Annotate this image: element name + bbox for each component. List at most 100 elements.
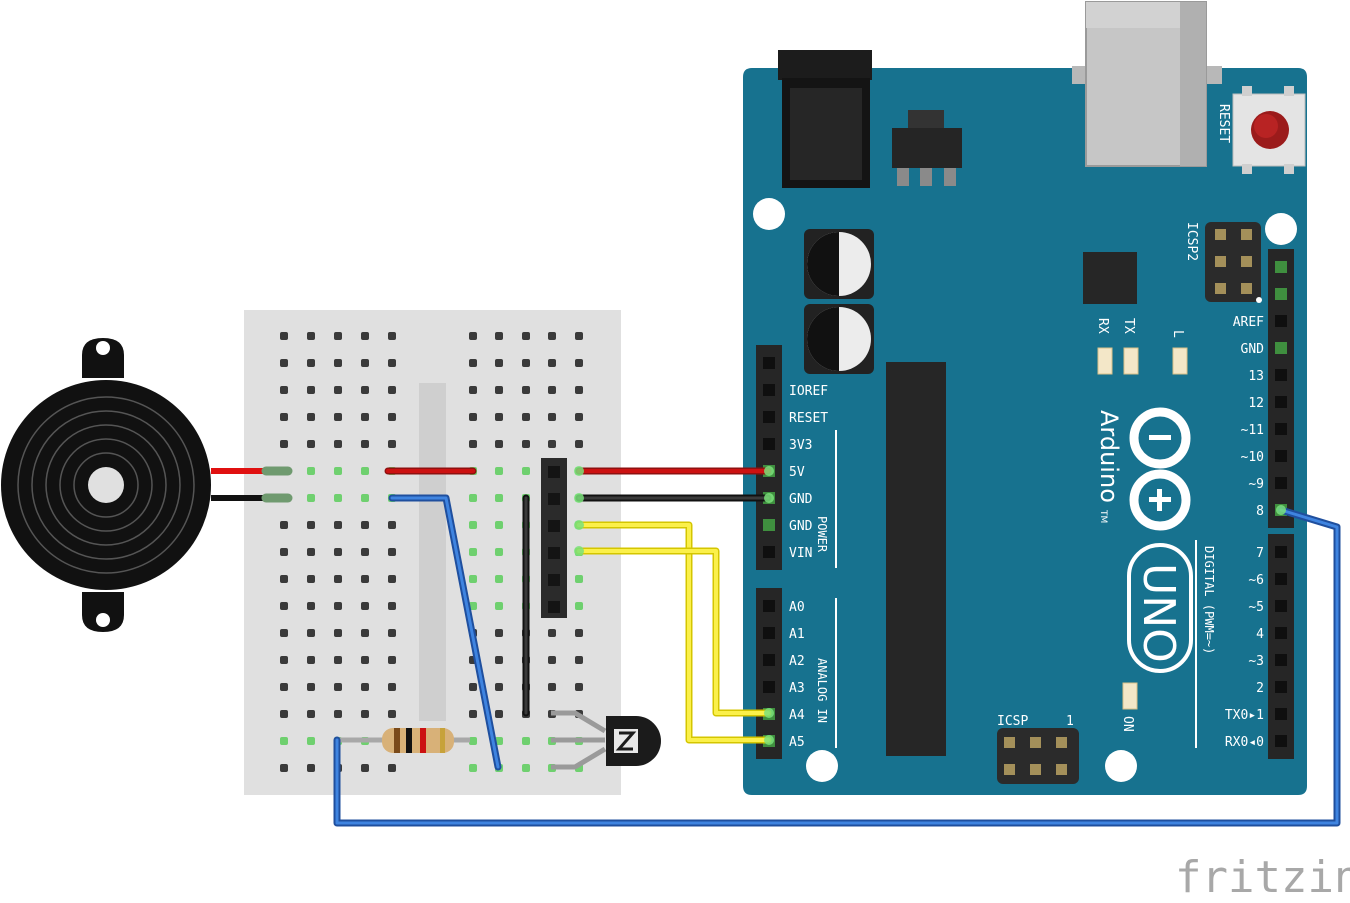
header-pin[interactable] [763,600,775,612]
breadboard-hole [575,575,583,583]
header-pin[interactable] [1275,450,1287,462]
breadboard-hole [361,575,369,583]
header-pin[interactable] [1275,369,1287,381]
header-pin[interactable] [1275,600,1287,612]
breadboard-hole [280,548,288,556]
header-pin[interactable] [1275,654,1287,666]
breadboard-hole [575,602,583,610]
breadboard-hole [522,332,530,340]
breadboard-hole [307,575,315,583]
mounting-hole [1105,750,1137,782]
breadboard-hole [548,440,556,448]
header-pin[interactable] [763,438,775,450]
header-pin[interactable] [763,411,775,423]
tx-led [1123,347,1139,375]
header-pin[interactable] [1275,546,1287,558]
breadboard-hole [334,656,342,664]
breadboard-hole [495,656,503,664]
header-pin[interactable] [1275,261,1287,273]
header-pin[interactable] [1275,423,1287,435]
header-pin[interactable] [763,681,775,693]
breadboard-hole [307,629,315,637]
pin-label: AREF [1233,315,1264,330]
pin-label: ~6 [1248,573,1264,588]
mounting-hole [1265,213,1297,245]
breadboard-hole [361,764,369,772]
breadboard-hole [388,359,396,367]
header-housing [1268,534,1294,759]
l-label: L [1170,330,1185,338]
pin-label: A1 [789,627,805,642]
uno-model-text: UNO [1133,563,1184,663]
header-pin[interactable] [763,357,775,369]
breadboard-hole [522,737,530,745]
pin-label: A3 [789,681,805,696]
reset-button[interactable] [1232,86,1306,174]
breadboard-hole [334,413,342,421]
breadboard-hole [361,710,369,718]
header-pin[interactable] [1275,708,1287,720]
pin-label: GND [789,492,813,507]
pin-label: IOREF [789,384,828,399]
breadboard-hole [307,440,315,448]
header-pin[interactable] [1275,342,1287,354]
breadboard-hole [334,683,342,691]
breadboard-hole [575,413,583,421]
pin-label: 8 [1256,504,1264,519]
breadboard-hole [575,629,583,637]
breadboard-hole [361,521,369,529]
pin-label: 4 [1256,627,1264,642]
mounting-hole [806,750,838,782]
header-pin[interactable] [1275,288,1287,300]
header-pin[interactable] [1275,573,1287,585]
breadboard-hole [469,494,477,502]
header-pin[interactable] [1275,681,1287,693]
pin-label: 3V3 [789,438,812,453]
breadboard-hole [307,548,315,556]
header-pin[interactable] [1275,735,1287,747]
pin-label: RESET [789,411,828,426]
breadboard-hole [388,440,396,448]
pin-label: A5 [789,735,805,750]
pin-label: 2 [1256,681,1264,696]
breadboard-hole [469,737,477,745]
breadboard-center-channel [419,383,446,721]
pin-label: ~9 [1248,477,1264,492]
breadboard-hole [280,575,288,583]
header-pin[interactable] [763,654,775,666]
breadboard-hole [361,602,369,610]
header-pin[interactable] [763,627,775,639]
header-pin[interactable] [763,384,775,396]
header-pin[interactable] [763,519,775,531]
header-pin[interactable] [1275,396,1287,408]
breadboard-hole [307,494,315,502]
breadboard-hole [307,386,315,394]
usb-connector [1072,1,1222,167]
trademark-text: TM [1098,509,1108,523]
header-pin[interactable] [1275,627,1287,639]
breadboard-hole [280,602,288,610]
breadboard-hole [522,764,530,772]
arduino-uno-board: RESET ICSP2 ICSP 1 RX TX L ON [743,1,1307,795]
breadboard-hole [522,413,530,421]
header-pin[interactable] [763,546,775,558]
breadboard-hole [361,332,369,340]
fritzing-watermark: fritzing [1175,852,1350,903]
analog-section-label: ANALOG IN [815,658,829,723]
resistor [337,728,470,753]
header-pin[interactable] [1275,315,1287,327]
pin-label: VIN [789,546,812,561]
breadboard-hole [522,467,530,475]
analog-header [756,588,782,759]
pin-label: ~10 [1241,450,1264,465]
header-pin[interactable] [1275,477,1287,489]
breadboard-hole [280,332,288,340]
breadboard-hole [361,548,369,556]
breadboard-hole [334,332,342,340]
dc-power-jack [778,50,872,188]
breadboard-hole [307,413,315,421]
breadboard-hole [334,494,342,502]
piezo-buzzer [1,338,211,632]
breadboard-hole [548,413,556,421]
